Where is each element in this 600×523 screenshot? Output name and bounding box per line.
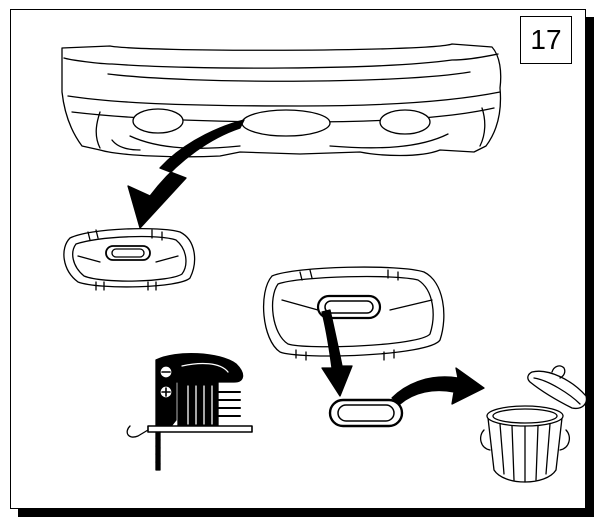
rear-bumper-icon [61,43,502,158]
step-number-box: 17 [520,16,572,64]
oval-insert-icon [328,398,404,428]
drop-arrow-icon [321,309,353,397]
step-number: 17 [530,24,562,55]
discard-arrow-icon [391,367,485,405]
jigsaw-icon [126,352,253,471]
removed-panel-icon [63,227,196,291]
cutout-arrow-icon [127,119,245,229]
panel-with-insert-icon [262,266,445,361]
trash-can-icon [479,365,588,483]
